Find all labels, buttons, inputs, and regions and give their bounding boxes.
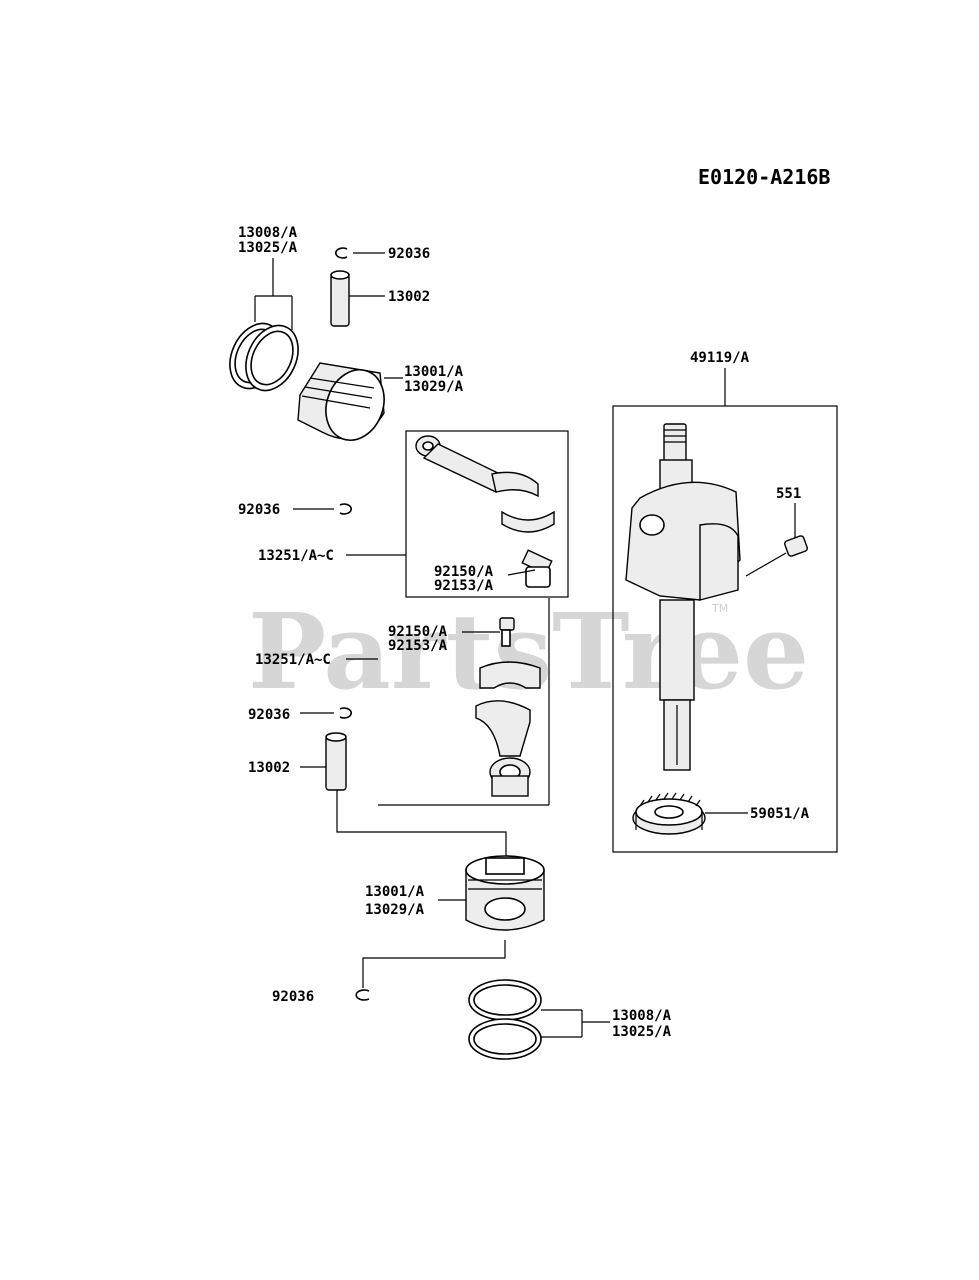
label-rod-upper: 13251/A~C <box>258 548 334 564</box>
label-bolt-lower-2: 92153/A <box>388 638 448 654</box>
connecting-rod-lower-part[interactable] <box>475 661 541 797</box>
label-bolt-lower-1: 92150/A <box>388 624 448 640</box>
label-piston-top-1: 13001/A <box>404 364 464 380</box>
piston-top-part[interactable] <box>297 362 394 449</box>
crankshaft-part[interactable] <box>625 423 741 771</box>
key-part[interactable] <box>784 535 808 557</box>
label-rings-top-1: 13008/A <box>238 225 298 241</box>
piston-rings-top-part[interactable] <box>220 315 308 399</box>
bolt-lower-part[interactable] <box>499 617 515 647</box>
label-gear: 59051/A <box>750 806 810 822</box>
circlip-mid-upper-part[interactable] <box>339 503 352 515</box>
label-rings-bottom-2: 13025/A <box>612 1024 672 1040</box>
leader-bolt-upper <box>507 569 536 576</box>
leader-key-to-shaft <box>745 552 787 577</box>
piston-pin-lower-part[interactable] <box>325 732 347 791</box>
rod-upper-box <box>405 430 569 598</box>
leader-piston-to-clip <box>362 940 506 988</box>
label-piston-bottom-2: 13029/A <box>365 902 425 918</box>
label-pin-lower: 13002 <box>248 760 290 776</box>
label-clip-top: 92036 <box>388 246 430 262</box>
label-key: 551 <box>776 486 801 502</box>
connecting-rod-upper-part[interactable] <box>415 435 555 588</box>
diagram-code: E0120-A216B <box>698 165 830 189</box>
label-rod-lower: 13251/A~C <box>255 652 331 668</box>
watermark-trademark: TM <box>711 602 728 615</box>
label-crankshaft: 49119/A <box>690 350 750 366</box>
crank-gear-part[interactable] <box>632 792 706 835</box>
circlip-bottom-part[interactable] <box>355 989 370 1001</box>
label-pin-top: 13002 <box>388 289 430 305</box>
watermark-text: PartsTree <box>248 590 809 713</box>
circlip-top-part[interactable] <box>335 247 348 259</box>
label-clip-bottom: 92036 <box>272 989 314 1005</box>
piston-rings-bottom-part[interactable] <box>468 979 542 1060</box>
label-bolt-upper-2: 92153/A <box>434 578 494 594</box>
leader-pin-to-piston <box>336 790 507 865</box>
circlip-mid-lower-part[interactable] <box>339 707 352 719</box>
label-piston-bottom-1: 13001/A <box>365 884 425 900</box>
watermark: PartsTree TM <box>248 590 809 713</box>
label-clip-mid-lower: 92036 <box>248 707 290 723</box>
piston-pin-top-part[interactable] <box>330 270 350 327</box>
label-bolt-upper-1: 92150/A <box>434 564 494 580</box>
piston-bottom-part[interactable] <box>465 855 545 931</box>
label-rings-top-2: 13025/A <box>238 240 298 256</box>
label-clip-mid-upper: 92036 <box>238 502 280 518</box>
label-piston-top-2: 13029/A <box>404 379 464 395</box>
label-rings-bottom-1: 13008/A <box>612 1008 672 1024</box>
